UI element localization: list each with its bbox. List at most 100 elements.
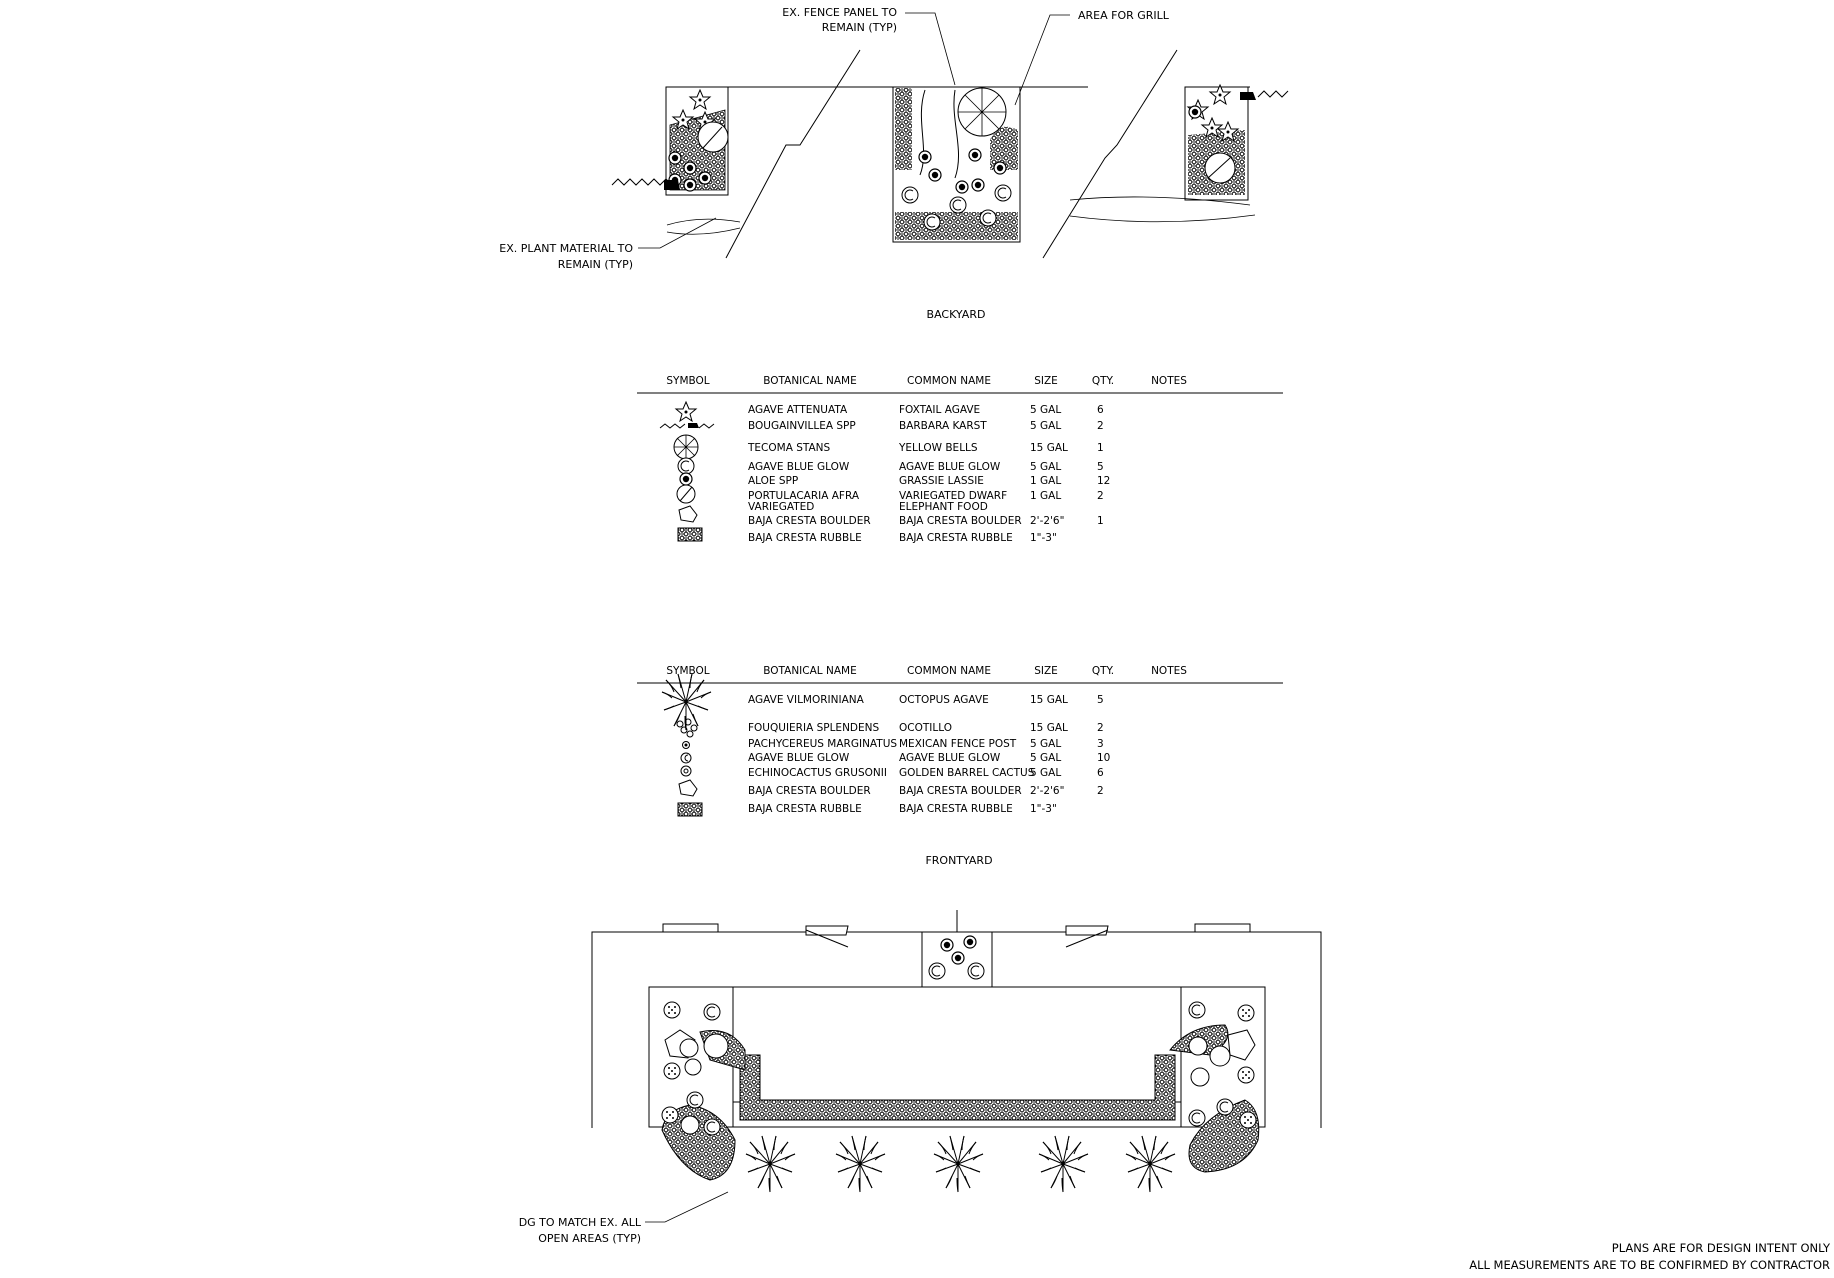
backyard-schedule: SYMBOL BOTANICAL NAME COMMON NAME SIZE Q… <box>637 375 1283 544</box>
boulder-icon <box>678 779 698 797</box>
aloe-dot-icon <box>679 472 693 486</box>
header-common: COMMON NAME <box>907 375 991 387</box>
agave-attenuata-star-icon <box>675 401 697 422</box>
botanical-name: BAJA CRESTA RUBBLE <box>748 803 862 815</box>
plant-size: 5 GAL <box>1030 461 1061 473</box>
right-planter <box>1184 84 1289 201</box>
plant-qty: 3 <box>1097 738 1104 750</box>
left-planter <box>611 86 729 196</box>
plant-size: 5 GAL <box>1030 752 1061 764</box>
measurements-note: ALL MEASUREMENTS ARE TO BE CONFIRMED BY … <box>1469 1258 1830 1272</box>
plant-qty: 5 <box>1097 694 1104 706</box>
common-name: BAJA CRESTA BOULDER <box>899 515 1022 527</box>
barrel-cactus-icon <box>680 765 692 777</box>
botanical-name-line2: VARIEGATED <box>748 501 814 513</box>
common-name: BARBARA KARST <box>899 420 987 432</box>
plant-size: 5 GAL <box>1030 738 1061 750</box>
botanical-name: AGAVE VILMORINIANA <box>748 694 865 706</box>
common-name: AGAVE BLUE GLOW <box>899 752 1001 764</box>
botanical-name: PACHYCEREUS MARGINATUS <box>748 738 897 750</box>
plant-size: 1 GAL <box>1030 475 1061 487</box>
common-name: VARIEGATED DWARF <box>899 490 1007 502</box>
common-name: BAJA CRESTA RUBBLE <box>899 532 1013 544</box>
plant-qty: 6 <box>1097 767 1104 779</box>
botanical-name: BAJA CRESTA BOULDER <box>748 515 871 527</box>
plant-size: 1"-3" <box>1030 532 1057 544</box>
header-notes: NOTES <box>1151 665 1187 677</box>
header-symbol: SYMBOL <box>666 665 709 677</box>
plant-qty: 5 <box>1097 461 1104 473</box>
header-qty: QTY. <box>1092 665 1114 677</box>
header-notes: NOTES <box>1151 375 1187 387</box>
plant-qty: 2 <box>1097 785 1104 797</box>
plant-qty: 1 <box>1097 515 1104 527</box>
botanical-name: FOUQUIERIA SPLENDENS <box>748 722 879 734</box>
agave-vilmoriniana-icon <box>661 673 712 731</box>
header-symbol: SYMBOL <box>666 375 709 387</box>
center-planter <box>892 86 1021 243</box>
dg-note-line2: OPEN AREAS (TYP) <box>538 1232 641 1245</box>
botanical-name: BAJA CRESTA RUBBLE <box>748 532 862 544</box>
botanical-name: AGAVE ATTENUATA <box>748 404 848 416</box>
common-name: FOXTAIL AGAVE <box>899 404 980 416</box>
backyard-plan: EX. FENCE PANEL TO REMAIN (TYP) AREA FOR… <box>499 6 1289 321</box>
botanical-name: TECOMA STANS <box>747 442 831 454</box>
backyard-title: BACKYARD <box>927 308 986 321</box>
plant-size: 5 GAL <box>1030 767 1061 779</box>
plant-qty: 2 <box>1097 490 1104 502</box>
plant-size: 1 GAL <box>1030 490 1061 502</box>
common-name: GRASSIE LASSIE <box>899 475 984 487</box>
plant-note-line2: REMAIN (TYP) <box>558 258 633 271</box>
common-name: BAJA CRESTA RUBBLE <box>899 803 1013 815</box>
frontyard-schedule: SYMBOL BOTANICAL NAME COMMON NAME SIZE Q… <box>637 665 1283 867</box>
boulder-icon <box>678 505 698 523</box>
botanical-name: ECHINOCACTUS GRUSONII <box>748 767 887 779</box>
common-name: OCOTILLO <box>899 722 952 734</box>
fence-note-line1: EX. FENCE PANEL TO <box>782 6 897 19</box>
common-name: MEXICAN FENCE POST <box>899 738 1017 750</box>
header-qty: QTY. <box>1092 375 1114 387</box>
dg-note-line1: DG TO MATCH EX. ALL <box>519 1216 642 1229</box>
fence-note-line2: REMAIN (TYP) <box>822 21 897 34</box>
common-name: AGAVE BLUE GLOW <box>899 461 1001 473</box>
common-name-line2: ELEPHANT FOOD <box>899 501 988 513</box>
grill-note: AREA FOR GRILL <box>1078 9 1170 22</box>
common-name: OCTOPUS AGAVE <box>899 694 989 706</box>
fence-post-dot-icon <box>682 741 690 749</box>
plant-qty: 2 <box>1097 420 1104 432</box>
plant-size: 5 GAL <box>1030 420 1061 432</box>
agave-blue-glow-icon <box>677 457 695 475</box>
plant-qty: 10 <box>1097 752 1110 764</box>
common-name: BAJA CRESTA BOULDER <box>899 785 1022 797</box>
botanical-name: PORTULACARIA AFRA <box>748 490 860 502</box>
plant-size: 15 GAL <box>1030 442 1068 454</box>
rubble-hatch-icon <box>677 527 703 542</box>
portulacaria-slash-circle-icon <box>676 484 696 504</box>
botanical-name: BAJA CRESTA BOULDER <box>748 785 871 797</box>
plant-size: 2'-2'6" <box>1030 515 1064 527</box>
botanical-name: ALOE SPP <box>748 475 798 487</box>
plant-qty: 12 <box>1097 475 1110 487</box>
tecoma-stans-circle-icon <box>673 434 699 460</box>
ocotillo-icon <box>676 718 698 738</box>
plant-note-line1: EX. PLANT MATERIAL TO <box>499 242 633 255</box>
header-common: COMMON NAME <box>907 665 991 677</box>
plant-qty: 6 <box>1097 404 1104 416</box>
botanical-name: BOUGAINVILLEA SPP <box>748 420 856 432</box>
rubble-hatch-icon <box>677 802 703 817</box>
plant-qty: 1 <box>1097 442 1104 454</box>
header-size: SIZE <box>1034 665 1058 677</box>
common-name: YELLOW BELLS <box>898 442 978 454</box>
header-botanical: BOTANICAL NAME <box>763 665 856 677</box>
plant-size: 15 GAL <box>1030 722 1068 734</box>
header-botanical: BOTANICAL NAME <box>763 375 856 387</box>
plant-size: 1"-3" <box>1030 803 1057 815</box>
plant-qty: 2 <box>1097 722 1104 734</box>
header-size: SIZE <box>1034 375 1058 387</box>
plant-size: 5 GAL <box>1030 404 1061 416</box>
frontyard-title: FRONTYARD <box>925 854 992 867</box>
plant-size: 15 GAL <box>1030 694 1068 706</box>
design-intent-note: PLANS ARE FOR DESIGN INTENT ONLY <box>1612 1241 1831 1255</box>
agave-blue-glow-icon <box>680 752 692 764</box>
